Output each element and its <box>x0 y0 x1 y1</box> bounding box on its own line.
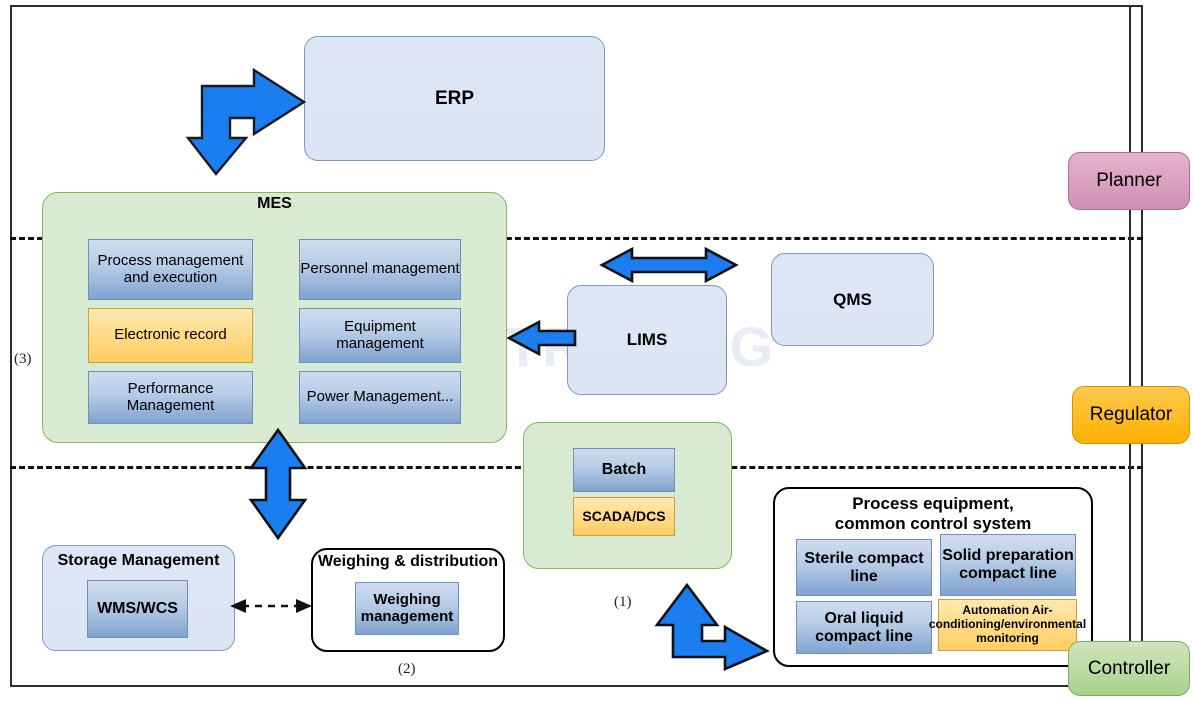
mes-module-process-management[interactable]: Process management and execution <box>88 239 253 300</box>
arrow-lims-mes-icon <box>506 319 577 357</box>
equipment-module-label: Oral liquid compact line <box>815 609 913 645</box>
control-module-label: Batch <box>601 461 647 479</box>
equipment-module-sterile-compact-line[interactable]: Sterile compact line <box>796 539 932 596</box>
erp-label: ERP <box>434 87 475 109</box>
process-equipment-title: Process equipment, common control system <box>778 494 1088 535</box>
storage-management-title: Storage Management <box>57 552 220 569</box>
arrow-mes-storage-icon <box>248 427 308 541</box>
weighing-module-label: Weighing management <box>360 591 454 625</box>
arrow-control-equipment-icon <box>654 582 770 671</box>
process-equipment-title-line1: Process equipment, <box>852 494 1014 513</box>
mes-module-personnel-management[interactable]: Personnel management <box>299 239 461 300</box>
equipment-module-label: Automation Air-conditioning/environmenta… <box>928 603 1087 645</box>
role-chip-planner[interactable]: Planner <box>1068 152 1190 210</box>
role-label: Regulator <box>1089 404 1173 425</box>
process-equipment-title-line2: common control system <box>834 514 1032 534</box>
mes-title: MES <box>257 195 292 212</box>
weighing-module-weighing-management[interactable]: Weighing management <box>355 582 459 635</box>
mes-module-label: Performance Management <box>126 379 215 414</box>
mes-module-label: Process management and execution <box>97 251 244 286</box>
diagram-outer-frame <box>10 5 1143 687</box>
equipment-module-automation-air-conditioning[interactable]: Automation Air-conditioning/environmenta… <box>929 599 1086 651</box>
arrow-storage-weighing-icon <box>230 599 312 613</box>
weighing-distribution-title: Weighing & distribution <box>317 553 499 570</box>
lims-label: LIMS <box>626 330 668 349</box>
equipment-module-label: Sterile compact line <box>804 549 924 585</box>
mes-module-performance-management[interactable]: Performance Management <box>88 371 253 424</box>
erp-box[interactable]: ERP <box>304 36 605 161</box>
role-label: Planner <box>1096 170 1162 191</box>
mes-module-electronic-record[interactable]: Electronic record <box>88 308 253 363</box>
equipment-module-solid-preparation-compact-line[interactable]: Solid preparation compact line <box>940 534 1076 596</box>
equipment-module-oral-liquid-compact-line[interactable]: Oral liquid compact line <box>796 601 932 654</box>
control-module-label: SCADA/DCS <box>582 507 666 524</box>
qms-box[interactable]: QMS <box>771 253 934 346</box>
mes-module-power-management[interactable]: Power Management... <box>299 371 461 424</box>
role-chip-controller[interactable]: Controller <box>1068 641 1190 696</box>
storage-module-label: WMS/WCS <box>97 600 178 618</box>
equipment-module-label: Solid preparation compact line <box>942 547 1074 582</box>
control-system-container[interactable] <box>523 422 732 569</box>
role-chip-regulator[interactable]: Regulator <box>1072 386 1190 444</box>
layer-separator-upper <box>10 237 1143 240</box>
control-module-batch[interactable]: Batch <box>573 448 675 492</box>
arrow-lims-qms-icon <box>599 246 739 284</box>
role-label: Controller <box>1087 657 1171 679</box>
layer-tag-1: (1) <box>614 594 632 610</box>
mes-module-label: Personnel management <box>300 260 460 278</box>
mes-module-label: Power Management... <box>306 388 454 406</box>
layer-tag-3: (3) <box>14 351 32 367</box>
lims-box[interactable]: LIMS <box>567 285 727 395</box>
arrow-erp-mes-icon <box>185 67 307 176</box>
mes-module-label: Equipment management <box>336 317 424 352</box>
role-connector-line <box>1129 5 1131 687</box>
storage-module-wms-wcs[interactable]: WMS/WCS <box>87 580 188 638</box>
layer-tag-2: (2) <box>398 661 416 677</box>
qms-label: QMS <box>833 289 872 309</box>
control-module-scada-dcs[interactable]: SCADA/DCS <box>573 497 675 536</box>
mes-module-equipment-management[interactable]: Equipment management <box>299 308 461 363</box>
mes-module-label: Electronic record <box>114 326 227 344</box>
